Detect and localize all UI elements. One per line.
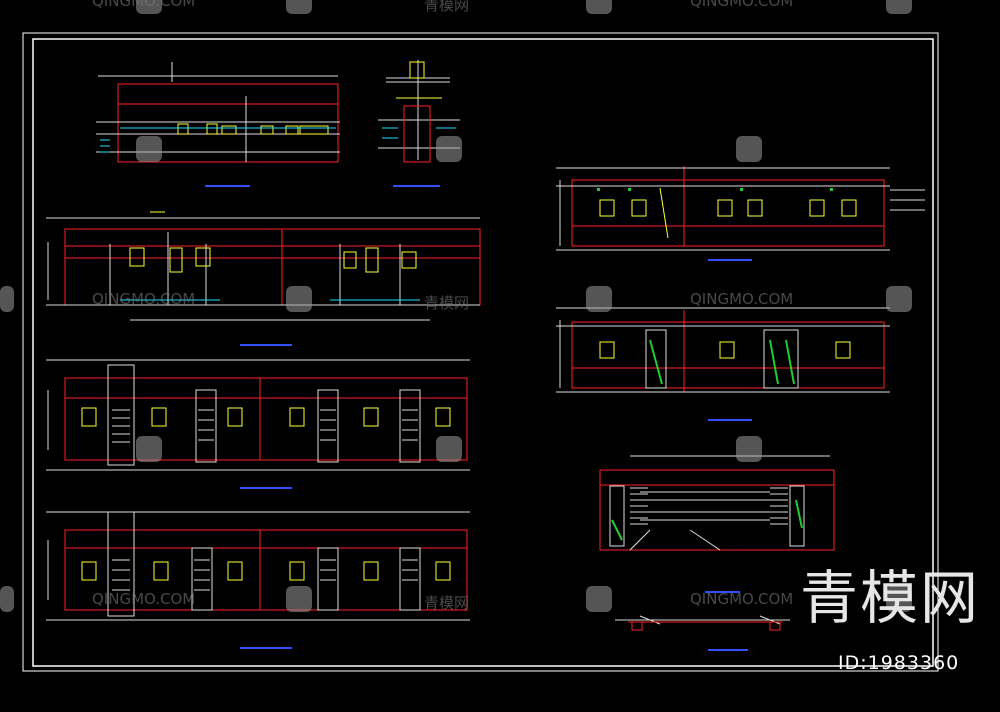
watermark-logo-icon [436,436,462,462]
watermark-site-text: QINGMO.COM [92,0,195,10]
watermark-site-text: QINGMO.COM [92,590,195,608]
drawing-right-plan [599,455,835,593]
watermark-logo-icon [886,286,912,312]
watermark-site-text: QINGMO.COM [690,0,793,10]
image-id-label: ID:1983360 [838,652,960,674]
watermark-logo-icon [136,436,162,462]
drawing-right-section [615,615,790,651]
drawing-left-top-b [378,60,460,187]
watermark-logo-icon [736,136,762,162]
drawing-left-elev-1 [46,211,481,346]
watermark-logo-icon [886,586,912,612]
watermark-logo-icon [436,136,462,162]
watermark-logo-icon [886,0,912,14]
drawing-left-elev-2 [46,359,470,489]
watermark-cn-text: 青模网 [424,294,469,312]
watermark-logo-icon [0,286,14,312]
watermark-logo-icon [286,0,312,14]
watermark-logo-icon [736,436,762,462]
sheet-frame [22,32,939,672]
watermark-site-text: QINGMO.COM [690,590,793,608]
watermark-site-text: QINGMO.COM [92,290,195,308]
watermark-layer: QINGMO.COM QINGMO.COM 青模网 QINGMO.COM QIN… [0,0,912,612]
watermark-logo-icon [0,586,14,612]
watermark-logo-icon [286,586,312,612]
brand-watermark-text: 青模网 [800,564,981,632]
watermark-logo-icon [586,286,612,312]
drawing-right-elev-1 [556,166,925,261]
watermark-logo-icon [136,136,162,162]
watermark-logo-icon [286,286,312,312]
watermark-logo-icon [136,0,162,14]
drawing-left-elev-3 [46,511,470,649]
green-plan-hatch [611,499,803,541]
drawing-right-elev-2 [556,307,890,421]
green-markers [597,188,833,191]
watermark-cn-text: 青模网 [424,594,469,612]
watermark-cn-text: 青模网 [424,0,469,14]
watermark-logo-icon [586,586,612,612]
watermark-logo-icon [586,0,612,14]
watermark-site-text: QINGMO.COM [690,290,793,308]
green-door-hatch [649,339,795,385]
